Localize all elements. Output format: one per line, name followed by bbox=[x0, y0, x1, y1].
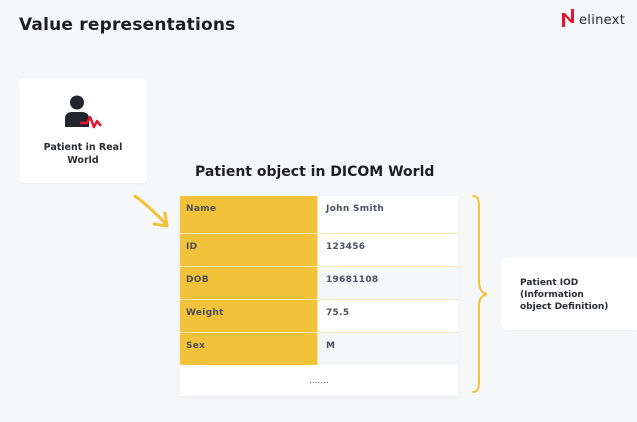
attribute-key: Sex bbox=[180, 333, 318, 365]
table-row: Name John Smith bbox=[180, 196, 458, 233]
table-row: ID 123456 bbox=[180, 233, 458, 266]
attribute-value: 75.5 bbox=[318, 300, 458, 332]
iod-label-line1: Patient IOD bbox=[520, 278, 579, 288]
patient-iod-card: Patient IOD (Information object Definiti… bbox=[501, 258, 637, 330]
attribute-key: Name bbox=[180, 196, 318, 233]
table-row: DOB 19681108 bbox=[180, 266, 458, 299]
elinext-logo-icon bbox=[562, 9, 574, 31]
attribute-key: ID bbox=[180, 234, 318, 266]
attribute-value: M bbox=[318, 333, 458, 365]
attribute-value: 123456 bbox=[318, 234, 458, 266]
page-title: Value representations bbox=[19, 15, 236, 35]
table-row: Weight 75.5 bbox=[180, 299, 458, 332]
table-row: Sex M bbox=[180, 332, 458, 365]
attribute-key: Weight bbox=[180, 300, 318, 332]
patient-card-label-line2: World bbox=[67, 155, 99, 166]
patient-card-label-line1: Patient in Real bbox=[43, 142, 123, 153]
iod-label-line2: (Information bbox=[520, 290, 584, 300]
arrow-down-right-icon bbox=[132, 193, 172, 235]
elinext-logo: elinext bbox=[562, 9, 625, 31]
iod-label-line3: object Definition) bbox=[520, 302, 609, 312]
dicom-attribute-table: Name John Smith ID 123456 DOB 19681108 W… bbox=[180, 196, 458, 396]
logo-text: elinext bbox=[579, 12, 626, 28]
attribute-value: 19681108 bbox=[318, 267, 458, 299]
curly-brace-icon bbox=[470, 194, 490, 398]
attribute-value: John Smith bbox=[318, 196, 458, 233]
person-heartbeat-icon bbox=[65, 95, 103, 135]
more-rows-ellipsis: ....... bbox=[180, 365, 458, 396]
attribute-key: DOB bbox=[180, 267, 318, 299]
dicom-object-title: Patient object in DICOM World bbox=[195, 164, 435, 180]
patient-real-world-card: Patient in Real World bbox=[19, 78, 147, 183]
